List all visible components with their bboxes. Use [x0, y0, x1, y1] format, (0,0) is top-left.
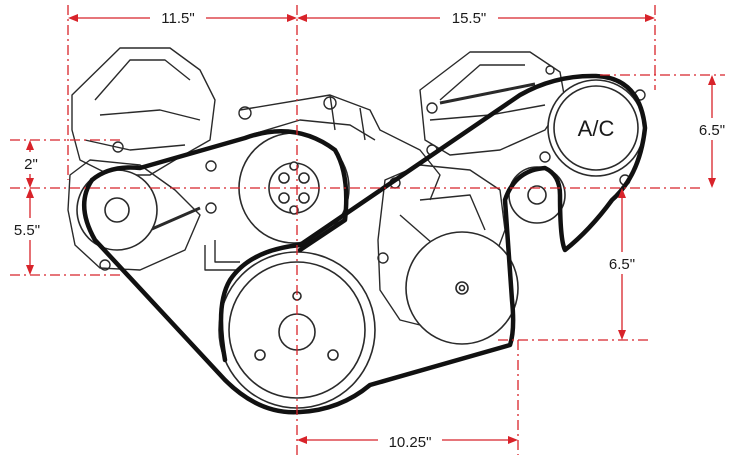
dimension-label-top-left: 11.5": [161, 10, 194, 27]
dimension-label-right-lower: 6.5": [609, 256, 635, 273]
ac-label: A/C: [578, 116, 615, 141]
pulleys: [76, 79, 645, 409]
left-idler-pulley: [76, 169, 158, 251]
dimension-label-left-upper: 2": [24, 156, 38, 173]
ac-compressor-pulley: [547, 79, 645, 177]
dimension-label-right-upper: 6.5": [699, 122, 725, 139]
alternator-pulley: [405, 231, 519, 345]
dimension-label-left-lower: 5.5": [14, 222, 40, 239]
dimension-label-bottom: 10.25": [389, 434, 432, 451]
dimension-arrowheads: [26, 14, 716, 444]
dimension-label-top-right: 15.5": [452, 10, 487, 27]
